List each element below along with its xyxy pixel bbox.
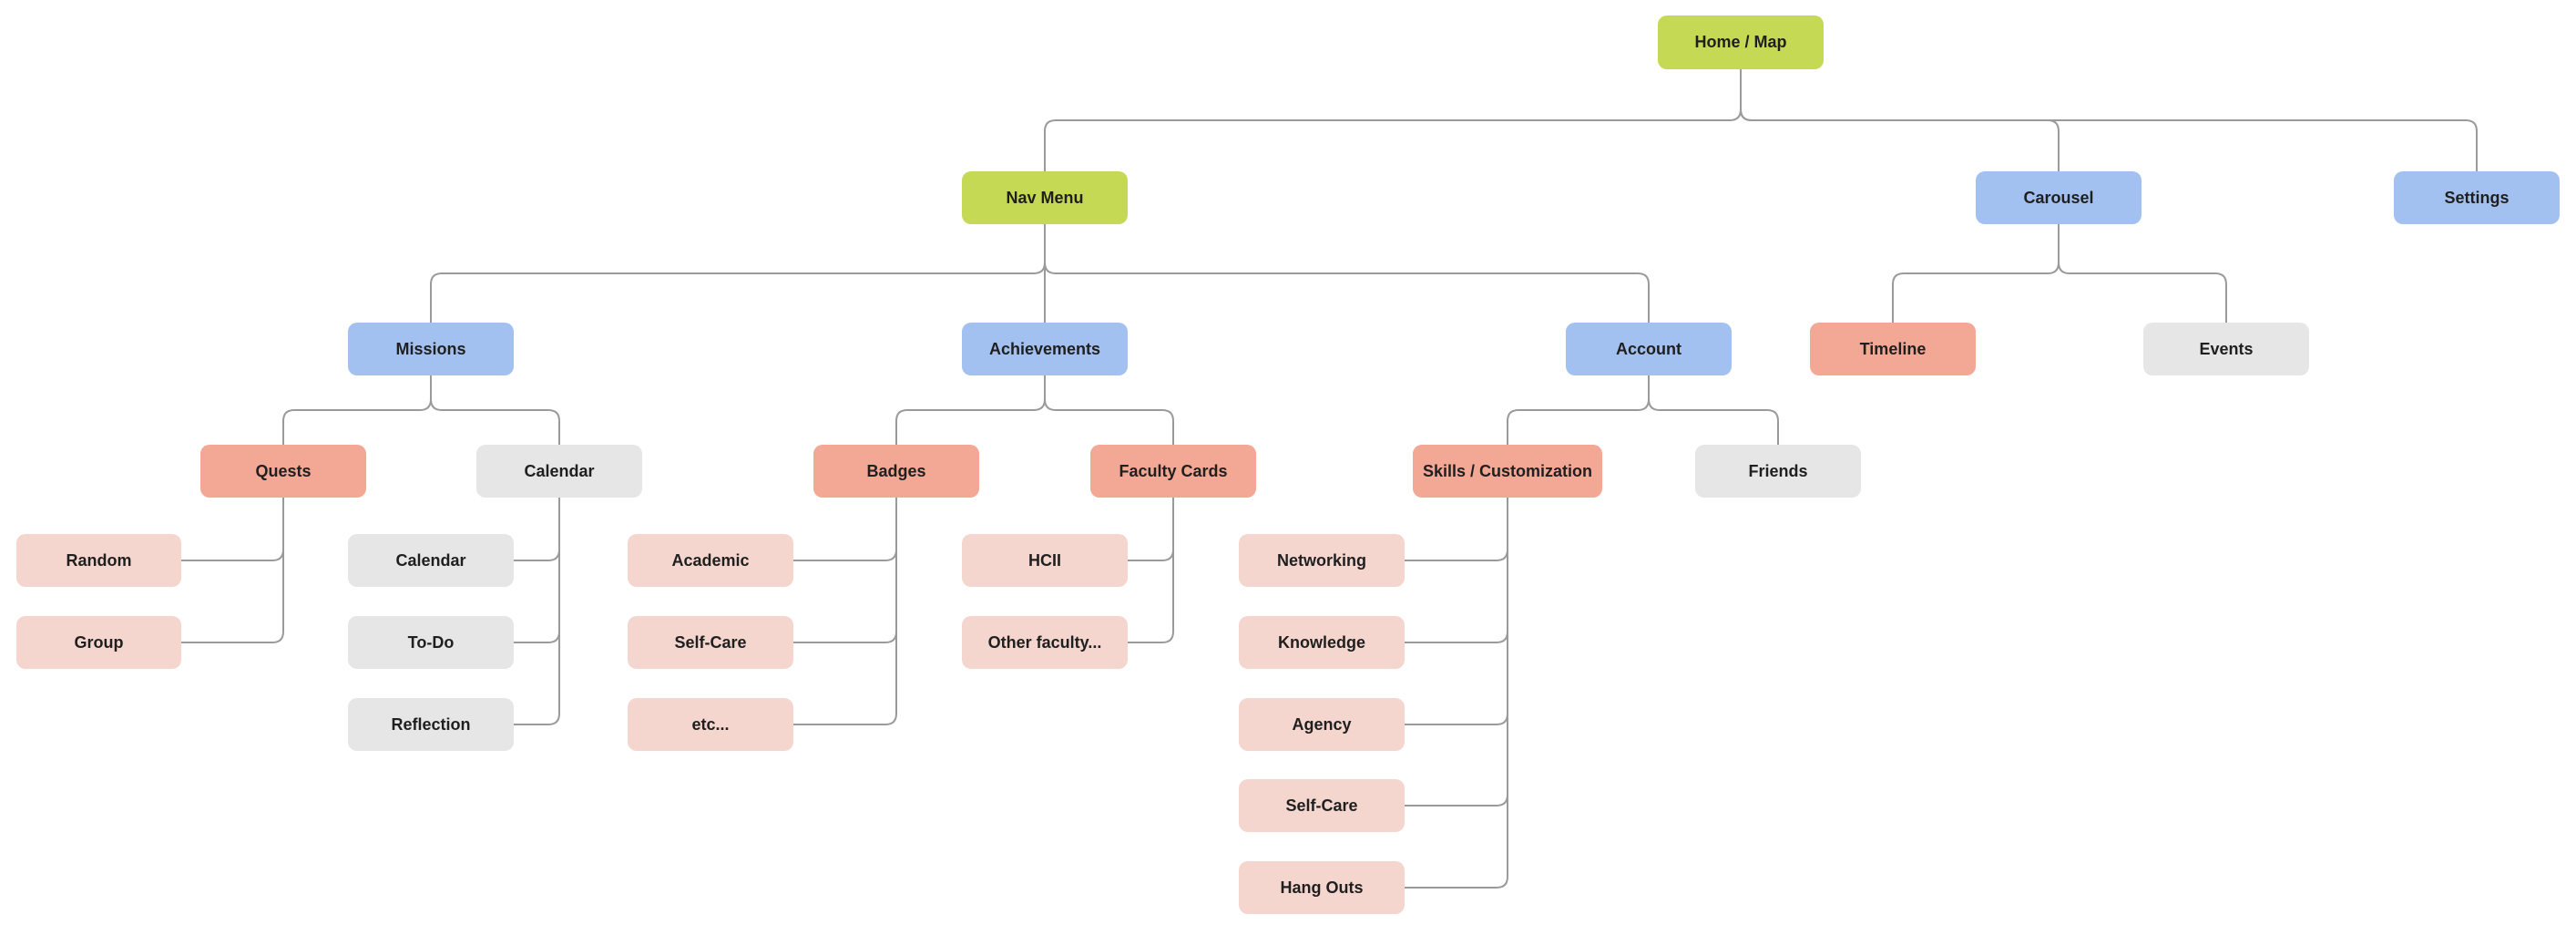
node-quests[interactable]: Quests <box>200 445 366 498</box>
connector-navmenu-missions <box>430 224 1046 323</box>
connector-faculty-hcii <box>1128 498 1174 561</box>
node-nav-menu[interactable]: Nav Menu <box>962 171 1128 224</box>
node-home-map[interactable]: Home / Map <box>1658 15 1824 69</box>
connector-account-skills <box>1507 375 1650 445</box>
node-skills-customization[interactable]: Skills / Customization <box>1413 445 1602 498</box>
connector-skills-selfcare <box>1405 498 1508 807</box>
connector-achievements-badges <box>895 375 1046 445</box>
node-group[interactable]: Group <box>16 616 181 669</box>
connector-home-settings <box>1740 69 2478 171</box>
node-achievements[interactable]: Achievements <box>962 323 1128 375</box>
node-networking[interactable]: Networking <box>1239 534 1405 587</box>
node-academic[interactable]: Academic <box>628 534 793 587</box>
node-self-care-badge[interactable]: Self-Care <box>628 616 793 669</box>
connector-missions-calendar <box>430 375 560 445</box>
connector-skills-knowledge <box>1405 498 1508 643</box>
connector-faculty-other <box>1128 498 1174 643</box>
node-account[interactable]: Account <box>1566 323 1732 375</box>
connector-skills-agency <box>1405 498 1508 725</box>
connector-navmenu-account <box>1044 224 1650 323</box>
connector-calendar-reflection <box>514 498 560 725</box>
node-hang-outs[interactable]: Hang Outs <box>1239 861 1405 914</box>
node-settings[interactable]: Settings <box>2394 171 2560 224</box>
connector-missions-quests <box>282 375 432 445</box>
node-missions[interactable]: Missions <box>348 323 514 375</box>
node-random[interactable]: Random <box>16 534 181 587</box>
node-agency[interactable]: Agency <box>1239 698 1405 751</box>
connector-skills-hangouts <box>1405 498 1508 889</box>
connector-carousel-events <box>2058 224 2227 323</box>
connector-quests-group <box>181 498 284 643</box>
connector-skills-networking <box>1405 498 1508 561</box>
connector-badges-selfcare <box>793 498 897 643</box>
node-friends[interactable]: Friends <box>1695 445 1861 498</box>
connector-account-friends <box>1648 375 1779 445</box>
node-carousel[interactable]: Carousel <box>1976 171 2142 224</box>
node-knowledge[interactable]: Knowledge <box>1239 616 1405 669</box>
connector-calendar-calendar <box>514 498 560 561</box>
node-self-care-skill[interactable]: Self-Care <box>1239 779 1405 832</box>
node-etc[interactable]: etc... <box>628 698 793 751</box>
node-events[interactable]: Events <box>2143 323 2309 375</box>
node-other-faculty[interactable]: Other faculty... <box>962 616 1128 669</box>
connector-carousel-timeline <box>1892 224 2060 323</box>
node-hcii[interactable]: HCII <box>962 534 1128 587</box>
node-timeline[interactable]: Timeline <box>1810 323 1976 375</box>
node-reflection[interactable]: Reflection <box>348 698 514 751</box>
connector-achievements-faculty <box>1044 375 1174 445</box>
node-todo[interactable]: To-Do <box>348 616 514 669</box>
connector-quests-random <box>181 498 284 561</box>
connector-calendar-todo <box>514 498 560 643</box>
node-calendar-group[interactable]: Calendar <box>476 445 642 498</box>
connector-home-navmenu <box>1044 69 1742 171</box>
node-badges[interactable]: Badges <box>813 445 979 498</box>
connector-badges-etc <box>793 498 897 725</box>
node-faculty-cards[interactable]: Faculty Cards <box>1090 445 1256 498</box>
connector-badges-academic <box>793 498 897 561</box>
node-calendar-item[interactable]: Calendar <box>348 534 514 587</box>
